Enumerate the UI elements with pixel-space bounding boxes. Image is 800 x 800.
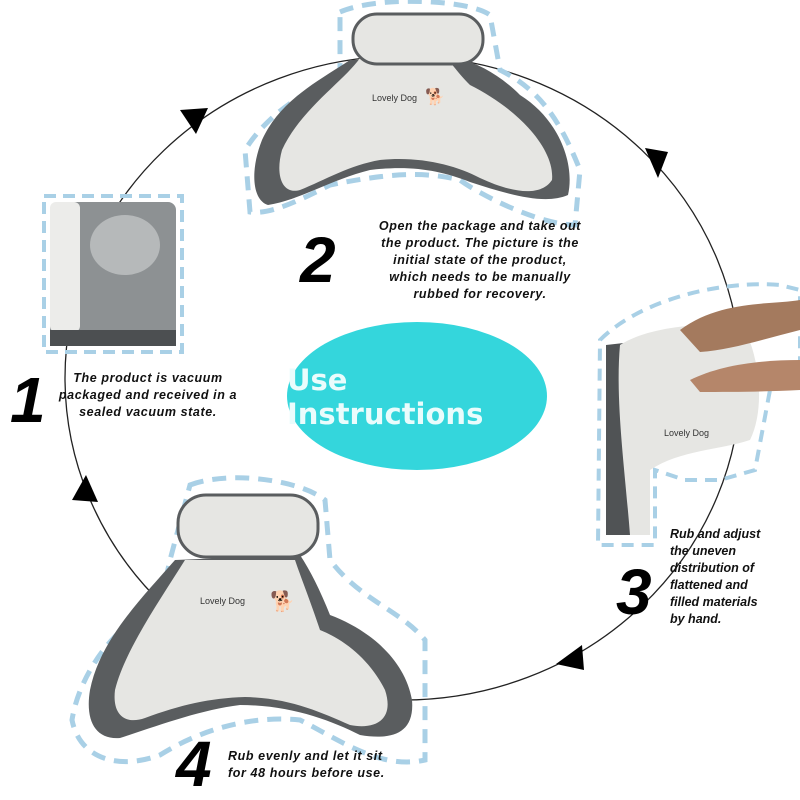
arrow-icon — [556, 645, 584, 670]
step-4-text: Rub evenly and let it sit for 48 hours b… — [228, 748, 448, 782]
arrow-icon — [72, 475, 98, 502]
hands-adjusting-image: Lovely Dog — [595, 282, 800, 547]
text-line: rubbed for recovery. — [413, 287, 547, 301]
text-line: packaged and received in a — [58, 388, 238, 402]
vacuum-package-image — [42, 194, 184, 354]
text-line: Rub evenly and let it sit — [228, 749, 383, 763]
title-badge: Use Instructions — [287, 322, 547, 472]
dog-logo-icon: 🐕 — [270, 589, 295, 613]
svg-text:Lovely Dog: Lovely Dog — [200, 596, 245, 606]
text-line: flattened and — [670, 578, 748, 592]
pillow-recovered-image: Lovely Dog 🐕 — [69, 475, 428, 765]
dog-logo-icon: 🐕 — [425, 87, 445, 106]
brand-label: Lovely Dog — [372, 93, 417, 103]
text-line: filled materials — [670, 595, 758, 609]
text-line: The product is vacuum — [73, 371, 223, 385]
step-number: 4 — [176, 728, 212, 800]
text-line: sealed vacuum state. — [79, 405, 217, 419]
step-2-text: Open the package and take out the produc… — [340, 218, 620, 303]
pillow-initial-image: Lovely Dog 🐕 — [242, 0, 583, 228]
step-number: 2 — [300, 224, 336, 296]
svg-text:Lovely Dog: Lovely Dog — [664, 428, 709, 438]
step-3-text: Rub and adjust the uneven distribution o… — [670, 526, 800, 628]
title-ellipse — [287, 322, 547, 470]
arrow-icon — [645, 148, 668, 178]
text-line: initial state of the product, — [393, 253, 567, 267]
arrow-icon — [180, 108, 208, 134]
text-line: the product. The picture is the — [381, 236, 579, 250]
text-line: Open the package and take out — [378, 219, 582, 233]
step-number: 1 — [10, 364, 46, 436]
step-1-text: The product is vacuum packaged and recei… — [36, 370, 260, 421]
page-title: Use Instructions — [287, 363, 484, 431]
step-number: 3 — [616, 556, 652, 628]
text-line: for 48 hours before use. — [228, 766, 385, 780]
text-line: the uneven — [670, 544, 736, 558]
text-line: by hand. — [670, 612, 722, 626]
text-line: which needs to be manually — [389, 270, 571, 284]
text-line: Rub and adjust — [670, 527, 761, 541]
text-line: distribution of — [670, 561, 755, 575]
